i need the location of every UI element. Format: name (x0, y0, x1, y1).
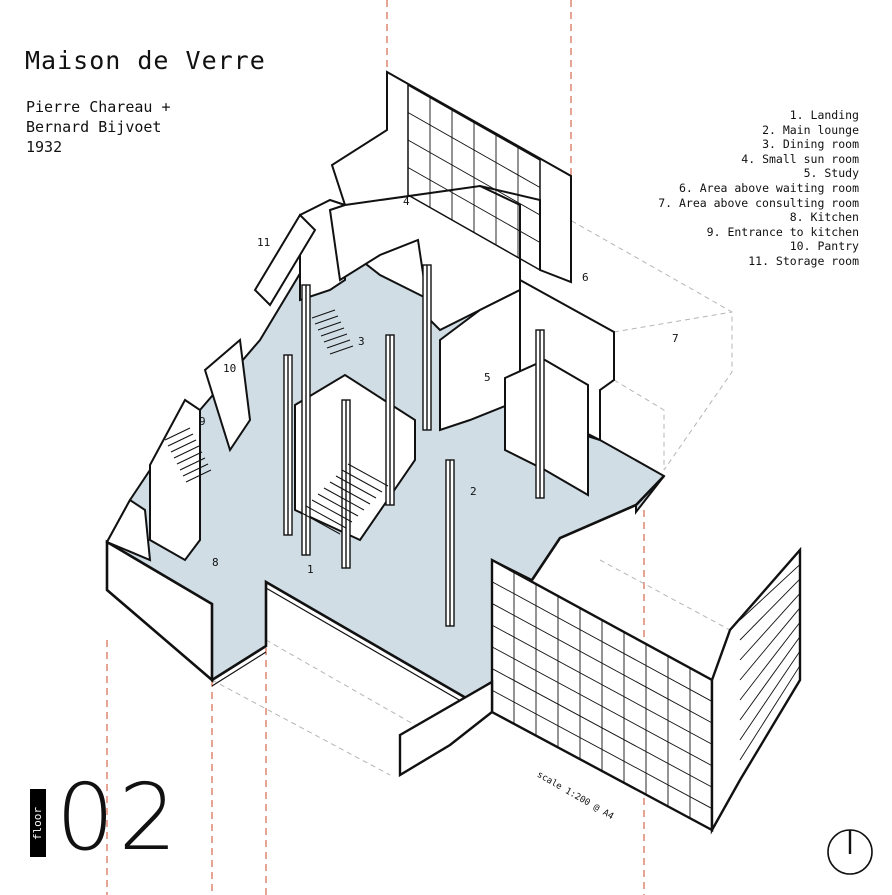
slab-edge-right (530, 475, 665, 581)
stair-tread (176, 451, 203, 465)
room-number-small-sun-room: 4 (403, 195, 410, 208)
room-number-waiting-room-above: 6 (582, 271, 589, 284)
legend-item-small-sun-room: 4. Small sun room (741, 151, 859, 166)
room-number-main-lounge: 2 (470, 485, 477, 498)
room-number-pantry: 10 (223, 362, 236, 375)
stair-tread (323, 487, 365, 511)
room-number-consulting-room-above: 7 (672, 332, 679, 345)
facade-mullion-horizontal (491, 668, 713, 788)
stair-tread (335, 475, 377, 499)
legend-item-landing: 1. Landing (789, 108, 859, 122)
facade-mullion-horizontal (739, 636, 801, 721)
facade-mullion-horizontal (491, 689, 713, 809)
facade-mullion-horizontal (739, 564, 801, 621)
stair-tread (326, 339, 351, 349)
architect-credits: Pierre Chareau + Bernard Bijvoet 1932 (26, 97, 171, 157)
room-number-dining-room: 3 (358, 335, 365, 348)
facade-mullion-horizontal (407, 167, 541, 243)
wall-stair-enclosure (294, 373, 416, 542)
stair-tread (179, 457, 206, 471)
room-number-kitchen: 8 (212, 556, 219, 569)
room-number-kitchen-entrance: 9 (199, 415, 206, 428)
legend-item-dining-room: 3. Dining room (762, 137, 859, 152)
facade-mullion-horizontal (491, 646, 713, 767)
stair-tread (170, 439, 197, 453)
legend-item-study: 5. Study (803, 166, 859, 181)
stair-tread (164, 427, 191, 441)
stair-tread (314, 315, 339, 325)
facade-mullion-horizontal (407, 139, 541, 216)
ghost-outline (599, 559, 731, 631)
steel-columns (283, 264, 545, 627)
walls (105, 70, 615, 562)
ghost-outline (613, 311, 733, 333)
stair-tread (320, 327, 345, 337)
stair-tread (305, 505, 347, 529)
stair-tread (311, 499, 353, 523)
room-legend: 1. Landing 2. Main lounge 3. Dining room… (658, 108, 859, 269)
facade-panel-left (398, 679, 494, 778)
facade-mullion-horizontal (739, 650, 801, 741)
floor-label-block (30, 789, 46, 857)
stair-tread (329, 481, 371, 505)
architect-line-2: Bernard Bijvoet (26, 118, 162, 136)
stair-tread (173, 445, 200, 459)
stair-tread (185, 469, 212, 483)
facade-mullion-horizontal (739, 607, 801, 681)
drawing-title: Maison de Verre (25, 46, 266, 75)
facade-mullion-horizontal (407, 112, 541, 188)
facade-mullion-horizontal (491, 624, 713, 745)
stair-tread (347, 463, 389, 487)
legend-item-entrance-to-kitchen: 9. Entrance to kitchen (706, 224, 859, 239)
facade-mullion-horizontal (491, 581, 713, 702)
wall-consulting-block (504, 358, 589, 497)
floor-label-text: floor (31, 806, 45, 840)
stair-tread (311, 309, 336, 319)
facade-mullion-horizontal (739, 593, 801, 661)
legend-item-pantry: 10. Pantry (789, 239, 859, 254)
room-number-labels: 1 2 3 4 5 6 7 8 9 10 11 (199, 195, 679, 576)
legend-item-main-lounge: 2. Main lounge (762, 122, 859, 137)
floor-number: 02 (56, 764, 182, 871)
facade-mullion-horizontal (739, 621, 801, 701)
ghost-outline (613, 379, 665, 470)
legend-item-storage-room: 11. Storage room (748, 253, 859, 268)
facade-mullion-horizontal (739, 578, 801, 641)
completion-year: 1932 (26, 138, 63, 156)
stair-tread (167, 433, 194, 447)
wall-storage (253, 213, 317, 307)
north-arrow-icon (827, 829, 873, 875)
facade-mullion-horizontal (491, 603, 713, 724)
room-number-landing: 1 (307, 563, 314, 576)
facade-panel-right (710, 546, 802, 835)
room-number-storage-room: 11 (257, 236, 270, 249)
stair-tread (329, 345, 354, 355)
room-number-study: 5 (484, 371, 491, 384)
stair-tread (182, 463, 209, 477)
slab-edge (211, 651, 267, 687)
wall-kitchen-left (105, 498, 152, 562)
legend-item-area-above-waiting-room: 6. Area above waiting room (678, 180, 859, 195)
architect-line-1: Pierre Chareau + (26, 98, 171, 116)
stairs (164, 309, 389, 535)
stair-tread (323, 333, 348, 343)
floor-label: floor (30, 789, 46, 857)
facade-mullions (407, 97, 801, 819)
ghost-outline-lower-rooms (211, 211, 733, 776)
wall-dining-room (328, 184, 521, 332)
legend-item-kitchen: 8. Kitchen (789, 210, 859, 225)
wall-pantry (203, 338, 252, 453)
legend-item-area-above-consulting-room: 7. Area above consulting room (658, 195, 859, 210)
stair-tread (341, 469, 383, 493)
ghost-outline (211, 679, 391, 776)
stair-tread (299, 511, 341, 535)
stair-tread (317, 321, 342, 331)
wall-kitchen-entrance (149, 398, 201, 562)
slab-edge (265, 587, 467, 705)
stair-tread (317, 493, 359, 517)
facade-mullion-horizontal (739, 665, 801, 761)
